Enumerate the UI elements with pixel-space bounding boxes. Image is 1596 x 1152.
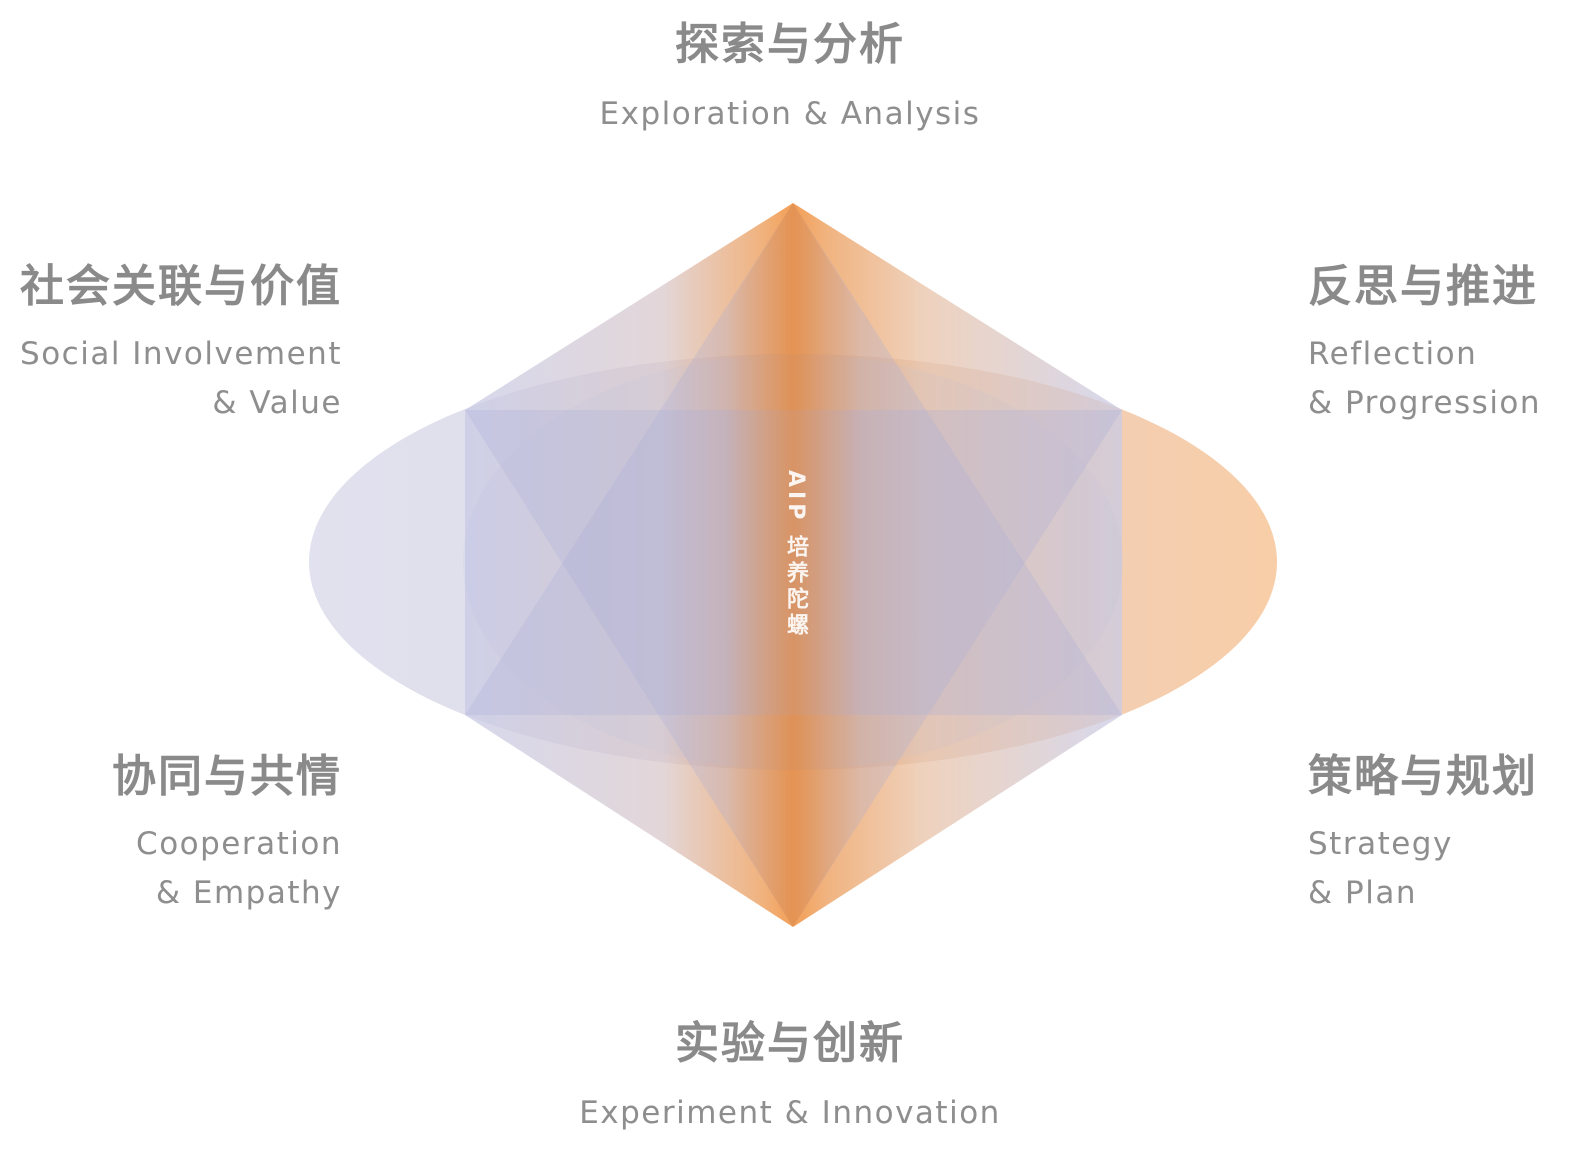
center-label: AIP 培养陀螺 (783, 470, 808, 639)
dimension-top-left-en-1: Social Involvement (20, 336, 342, 372)
dimension-bottom-right-cn: 策略与规划 (1308, 751, 1538, 802)
dimension-top-right-en-1: Reflection (1308, 336, 1478, 372)
dimension-top-right-cn: 反思与推进 (1308, 261, 1538, 312)
dimension-top-left-en-2: & Value (212, 385, 342, 421)
dimension-top-left: 社会关联与价值 Social Involvement & Value (0, 250, 342, 428)
dimension-bottom-left-cn: 协同与共情 (112, 751, 342, 802)
dimension-top-left-cn: 社会关联与价值 (20, 261, 342, 312)
dimension-bottom-right-en-1: Strategy (1308, 826, 1453, 862)
dimension-bottom-left-en-2: & Empathy (155, 875, 342, 911)
dimension-bottom-cn: 实验与创新 (675, 1018, 905, 1069)
center-axis-clip (726, 203, 860, 927)
dimension-bottom-right: 策略与规划 Strategy & Plan (1308, 740, 1596, 918)
dimension-top-right: 反思与推进 Reflection & Progression (1308, 250, 1596, 428)
dimension-top: 探索与分析 Exploration & Analysis (540, 8, 1040, 139)
dimension-bottom-right-en-2: & Plan (1308, 875, 1417, 911)
dimension-top-right-en-2: & Progression (1308, 385, 1542, 421)
dimension-top-cn: 探索与分析 (675, 19, 905, 70)
dimension-top-en: Exploration & Analysis (599, 96, 981, 132)
dimension-bottom-en: Experiment & Innovation (579, 1095, 1001, 1131)
dimension-bottom-left-en-1: Cooperation (136, 826, 342, 862)
dimension-bottom: 实验与创新 Experiment & Innovation (490, 1007, 1090, 1138)
dimension-bottom-left: 协同与共情 Cooperation & Empathy (0, 740, 342, 918)
